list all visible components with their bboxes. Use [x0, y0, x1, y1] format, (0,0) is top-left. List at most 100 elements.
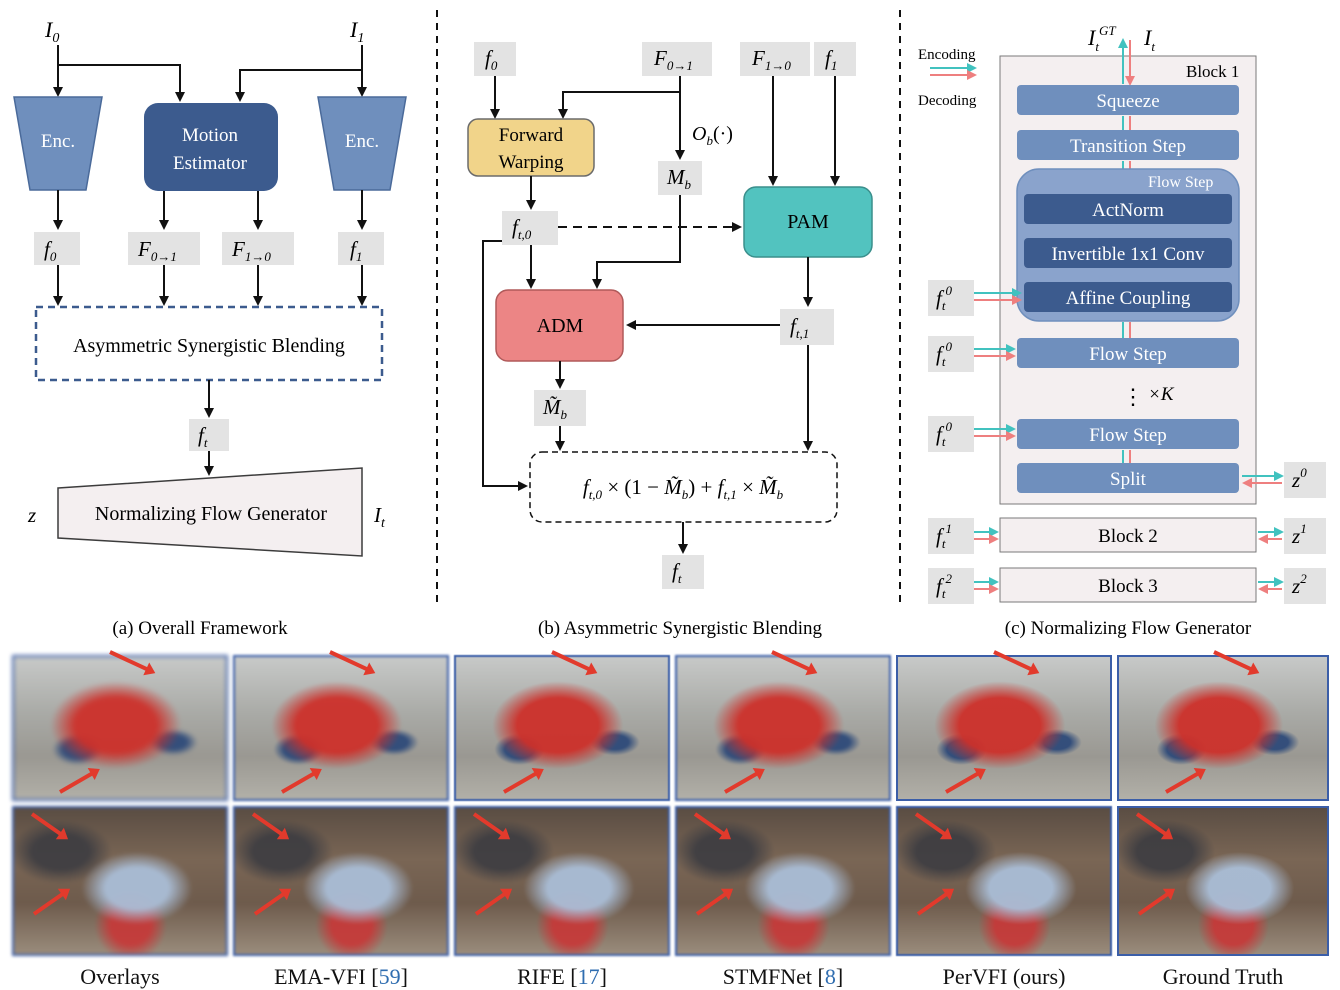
legend-encoding: Encoding — [918, 47, 976, 63]
output-it: It — [373, 503, 386, 531]
encoder-left — [13, 96, 103, 191]
svg-text:Block 3: Block 3 — [1098, 576, 1158, 597]
svg-text:F1→0: F1→0 — [751, 46, 791, 73]
svg-text:f0: f0 — [44, 237, 57, 264]
blend-formula-box — [529, 451, 838, 523]
encoder-left-label: Enc. — [41, 131, 75, 152]
normalizing-flow-generator — [57, 467, 363, 557]
svg-text:Flow Step: Flow Step — [1148, 174, 1213, 191]
svg-text:⋮: ⋮ — [1122, 384, 1144, 409]
motion-estimator-line2: Estimator — [173, 153, 248, 174]
flow-step-1 — [1017, 338, 1239, 368]
label-ema-vfi: EMA-VFI [59] — [274, 964, 408, 989]
car-rife — [454, 655, 670, 801]
input-i1: I1 — [349, 17, 364, 46]
split — [1017, 463, 1239, 493]
feature-ft — [189, 419, 229, 451]
svg-text:ft0: ft0 — [936, 419, 952, 449]
svg-text:f1: f1 — [825, 46, 837, 73]
motion-estimator-line1: Motion — [182, 125, 238, 146]
encoder-right — [317, 96, 407, 191]
caption-c: (c) Normalizing Flow Generator — [1005, 618, 1252, 639]
block-1-label: Block 1 — [1186, 62, 1239, 81]
caption-b: (b) Asymmetric Synergistic Blending — [538, 618, 823, 639]
svg-text:Block 2: Block 2 — [1098, 526, 1158, 547]
affine-coupling — [1024, 282, 1232, 312]
svg-text:Mb: Mb — [666, 165, 692, 192]
transition-step — [1017, 130, 1239, 160]
caption-a: (a) Overall Framework — [112, 618, 288, 639]
b-Mtilde — [534, 390, 586, 426]
svg-text:f0: f0 — [485, 46, 498, 73]
svg-text:F0→1: F0→1 — [653, 46, 693, 73]
svg-text:Warping: Warping — [499, 152, 564, 173]
svg-text:M̃b: M̃b — [542, 395, 568, 422]
blending-label: Asymmetric Synergistic Blending — [73, 335, 345, 357]
svg-text:Squeeze: Squeeze — [1096, 91, 1159, 112]
svg-text:ft1: ft1 — [936, 521, 952, 551]
panel-b: f0 F0→1 F1→0 f1 Forward Warping Ob(·) Mb… — [467, 42, 873, 639]
actnorm — [1024, 194, 1232, 224]
svg-text:Transition Step: Transition Step — [1070, 136, 1186, 157]
dance-stmfnet — [675, 806, 891, 956]
car-ground-truth — [1117, 655, 1329, 801]
svg-text:Flow Step: Flow Step — [1089, 344, 1167, 365]
legend-decoding: Decoding — [918, 93, 977, 109]
framework-figure: I0 I1 Enc. Enc. Motion Estimator f0 F0→1… — [13, 10, 1326, 639]
generator-label: Normalizing Flow Generator — [95, 503, 327, 525]
svg-text:ft: ft — [198, 423, 208, 450]
svg-text:ft2: ft2 — [936, 571, 952, 601]
block-2 — [999, 517, 1257, 553]
feature-f1 — [338, 232, 384, 265]
svg-text:Affine Coupling: Affine Coupling — [1066, 288, 1191, 309]
svg-text:F0→1: F0→1 — [137, 237, 177, 264]
car-stmfnet — [675, 655, 891, 801]
b-f0 — [474, 42, 516, 76]
car-overlays — [12, 655, 228, 801]
b-Mb — [658, 161, 702, 195]
b-F01 — [642, 42, 712, 76]
svg-text:ft: ft — [672, 559, 682, 586]
motion-estimator — [144, 103, 278, 191]
svg-text:ft,0: ft,0 — [512, 215, 532, 242]
input-i0: I0 — [44, 17, 59, 46]
flow-step-2 — [1017, 419, 1239, 449]
b-ft — [662, 555, 704, 589]
svg-text:Forward: Forward — [499, 125, 564, 146]
svg-text:ft0: ft0 — [936, 339, 952, 369]
svg-text:ADM: ADM — [537, 315, 584, 337]
repeat-k: ×K — [1148, 384, 1175, 405]
side-ft-inputs: ft0 ft0 ft0 ft1 ft2 — [928, 280, 1022, 604]
svg-text:Invertible 1x1 Conv: Invertible 1x1 Conv — [1051, 244, 1205, 265]
feature-f0 — [34, 232, 80, 265]
dance-ema-vfi — [233, 806, 449, 956]
svg-text:Split: Split — [1110, 469, 1147, 490]
svg-text:z2: z2 — [1291, 571, 1307, 598]
svg-text:z1: z1 — [1291, 521, 1307, 548]
label-pervfi: PerVFI (ours) — [942, 964, 1066, 989]
dance-ground-truth — [1117, 806, 1329, 956]
dance-pervfi — [896, 806, 1112, 956]
dance-rife — [454, 806, 670, 956]
label-overlays: Overlays — [80, 964, 160, 989]
squeeze — [1017, 85, 1239, 115]
blending-box — [34, 305, 384, 382]
feature-F10 — [222, 232, 294, 265]
label-rife: RIFE [17] — [517, 964, 607, 989]
svg-text:PAM: PAM — [787, 211, 829, 233]
svg-text:F1→0: F1→0 — [231, 237, 271, 264]
svg-text:ActNorm: ActNorm — [1092, 200, 1164, 221]
invertible-conv — [1024, 238, 1232, 268]
label-ground-truth: Ground Truth — [1162, 964, 1284, 989]
encoder-right-label: Enc. — [345, 131, 379, 152]
svg-text:f1: f1 — [350, 237, 362, 264]
svg-text:Flow Step: Flow Step — [1089, 425, 1167, 446]
panel-c: Encoding Decoding ItGT It Block 1 Squeez… — [918, 23, 1326, 639]
feature-F01 — [128, 232, 200, 265]
blend-formula: ft,0 × (1 − M̃b) + ft,1 × M̃b — [583, 475, 784, 502]
latent-z: z — [27, 503, 36, 527]
svg-text:ft0: ft0 — [936, 283, 952, 313]
b-ft1 — [780, 309, 834, 345]
dance-overlays — [12, 806, 228, 956]
car-ema-vfi — [233, 655, 449, 801]
